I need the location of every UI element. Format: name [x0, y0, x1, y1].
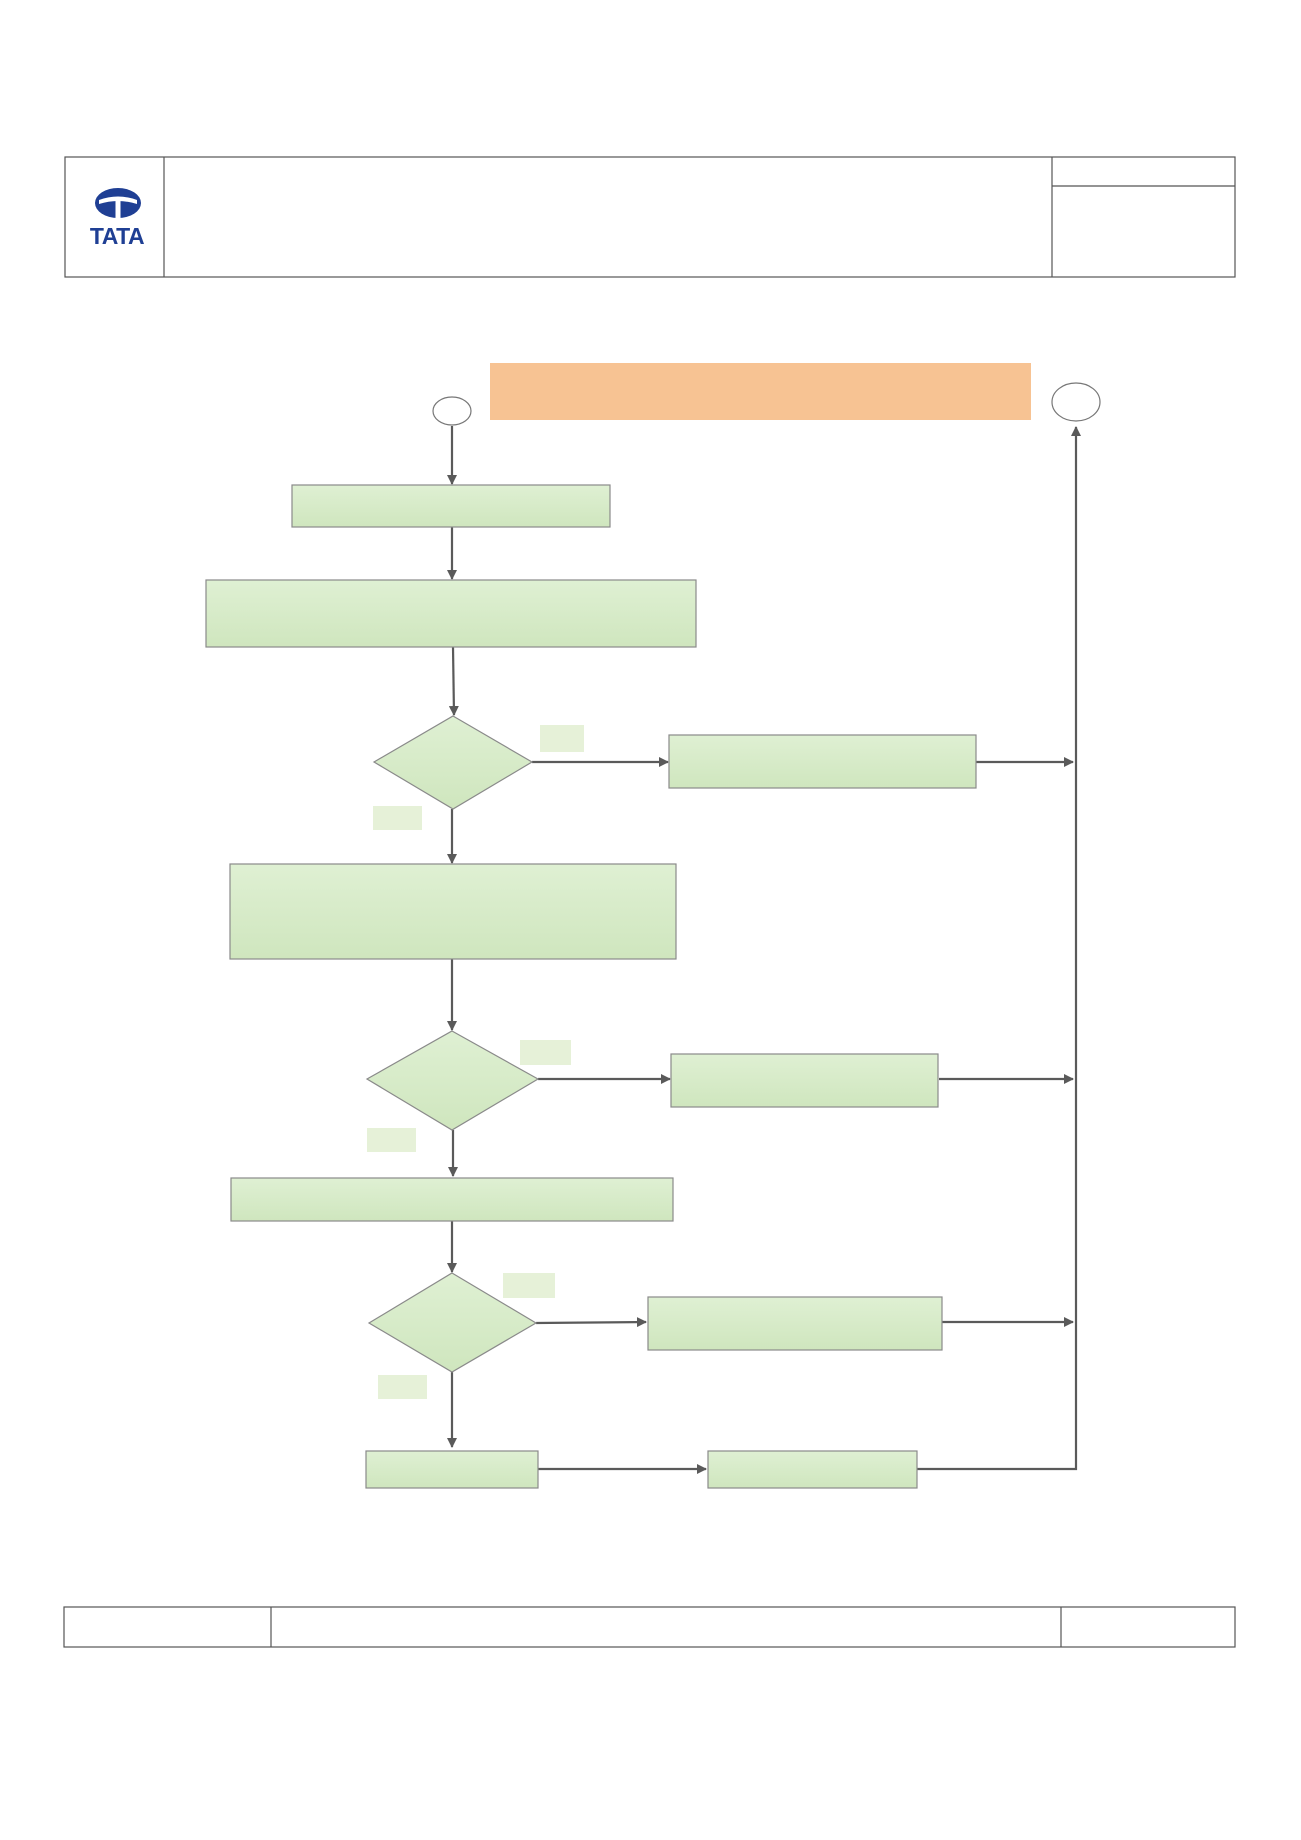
arrow-decision3-yes	[535, 1317, 647, 1328]
decision-3	[367, 1272, 538, 1373]
tata-logo: TATA	[90, 188, 145, 249]
arrow-to-end	[917, 426, 1081, 1471]
decision-1	[372, 715, 534, 810]
branch-tag-4	[367, 1128, 416, 1152]
decision-2	[365, 1030, 540, 1131]
decisions	[365, 715, 540, 1373]
process-step-3	[668, 734, 977, 789]
connectors	[447, 426, 1081, 1474]
process-step-1	[291, 484, 611, 528]
process-steps	[205, 484, 977, 1489]
branch-tag-1	[540, 725, 584, 752]
process-step-7	[647, 1296, 943, 1351]
process-step-8	[365, 1450, 539, 1489]
process-step-4	[229, 863, 677, 960]
process-step-6	[230, 1177, 674, 1222]
branch-tag-2	[373, 806, 422, 830]
process-banner	[490, 363, 1031, 420]
start-terminator	[432, 396, 472, 426]
tata-logo-wordmark: TATA	[90, 223, 144, 249]
branch-tags	[367, 725, 584, 1399]
branch-tag-5	[503, 1273, 555, 1298]
branch-tag-3	[520, 1040, 571, 1065]
footer	[63, 1606, 1236, 1648]
process-step-9	[707, 1450, 918, 1489]
process-step-2	[205, 579, 697, 648]
process-step-5	[670, 1053, 939, 1108]
header: TATA	[64, 156, 1236, 278]
branch-tag-6	[378, 1375, 427, 1399]
arrow-step2-to-decision1	[448, 646, 459, 716]
end-terminator	[1051, 382, 1101, 422]
